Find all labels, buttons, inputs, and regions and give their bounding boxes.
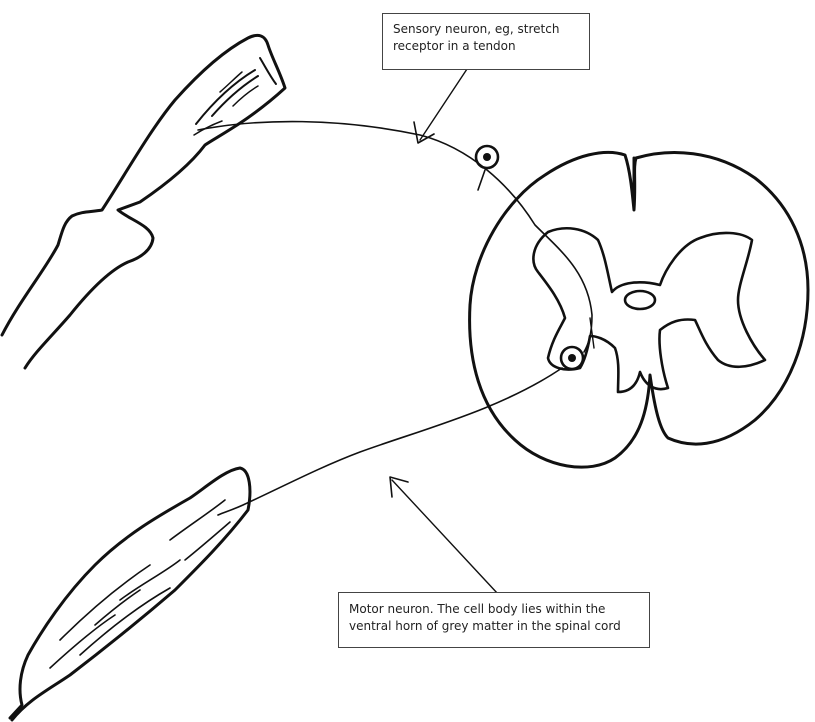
motor-label-line-2: ventral horn of grey matter in the spina… bbox=[349, 618, 639, 635]
tendon-drawing bbox=[2, 35, 285, 368]
sensory-label-line-1: Sensory neuron, eg, stretch bbox=[393, 21, 579, 38]
muscle-drawing bbox=[10, 468, 250, 720]
sensory-label-line-2: receptor in a tendon bbox=[393, 38, 579, 55]
sensory-neuron-label: Sensory neuron, eg, stretch receptor in … bbox=[382, 13, 590, 70]
sensory-neuron bbox=[198, 122, 594, 352]
motor-label-line-1: Motor neuron. The cell body lies within … bbox=[349, 601, 639, 618]
spinal-cord-section bbox=[470, 152, 808, 467]
motor-neuron-label: Motor neuron. The cell body lies within … bbox=[338, 592, 650, 648]
motor-pointer-arrow bbox=[390, 477, 498, 594]
sensory-pointer-arrow bbox=[414, 66, 469, 143]
